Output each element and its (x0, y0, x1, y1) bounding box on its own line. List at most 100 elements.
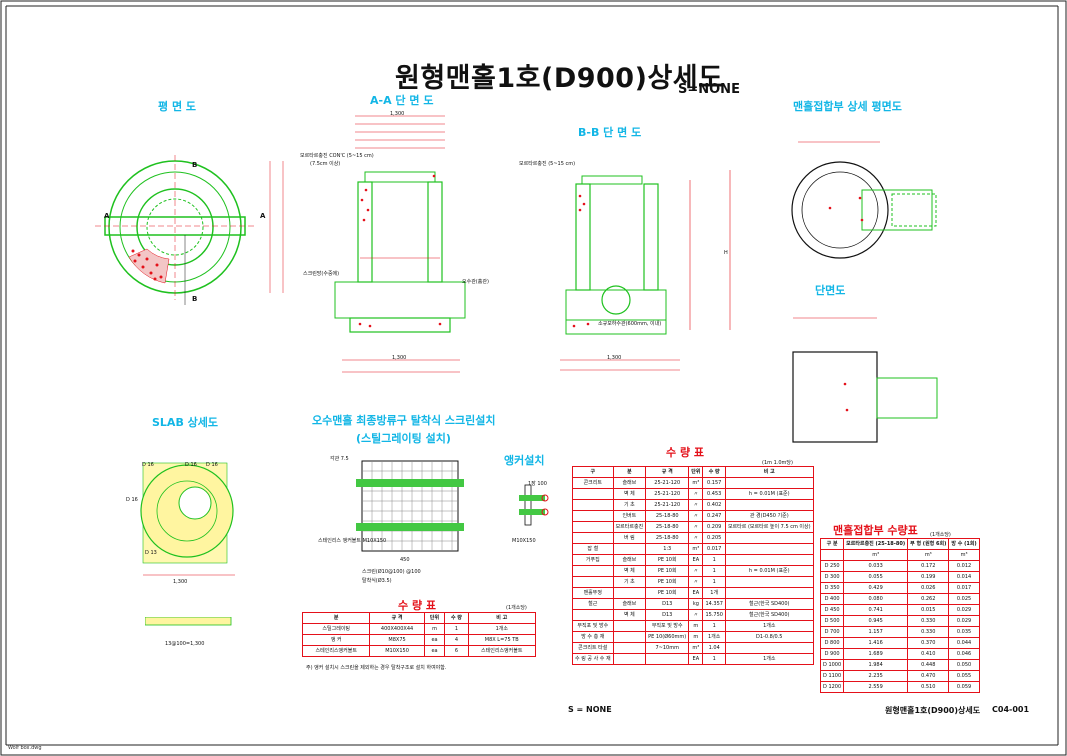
table-cell: 1 (702, 554, 726, 566)
plan-label-a-left: A (104, 212, 110, 220)
table-cell: 0.026 (907, 582, 950, 594)
table-cell (572, 488, 614, 500)
table-cell: 〃 (688, 565, 704, 577)
table-cell: 0.453 (702, 488, 726, 500)
table-header-cell: 규 격 (645, 466, 690, 478)
table-cell: 1.416 (843, 637, 909, 649)
bb-annot-top: 모르타르충진 (5~15 cm) (519, 161, 576, 167)
table-header-cell: 분 (301, 612, 371, 624)
table-cell: 〃 (688, 609, 704, 621)
table-cell (724, 477, 814, 489)
table-cell: 0.055 (843, 571, 909, 583)
table-cell: 맨홀뚜껑 (572, 587, 614, 599)
table-cell: 0.017 (702, 543, 726, 555)
table-cell: 모르타르충진 (612, 521, 647, 533)
table-cell: D 1200 (819, 681, 845, 693)
plan-label-b-bottom: B (192, 295, 198, 303)
table-cell: 〃 (688, 521, 704, 533)
table-cell: 잡 철 (572, 543, 614, 555)
table-cell (724, 587, 814, 599)
table-cell: ea (423, 634, 446, 646)
table-cell: 0.080 (843, 593, 909, 605)
table-header-cell: 단위 (688, 466, 704, 478)
table-cell (572, 532, 614, 544)
table-cell: 1개소 (724, 653, 814, 665)
plan-label-a-right: A (260, 212, 266, 220)
table-cell (572, 576, 614, 588)
screen-callout-bottom2: 탈착식(Ø3.5) (362, 578, 392, 584)
table-cell: D13 (645, 598, 690, 610)
aa-annot-left: 스크린망(수중에) (303, 271, 340, 277)
table-cell: 스테인리스앵커볼트 (467, 645, 537, 657)
table-cell: 0.025 (948, 593, 980, 605)
table-cell: 부직포 및 방수 (572, 620, 614, 632)
qty-main-heading: 수 량 표 (666, 446, 705, 459)
footer-scale: S = NONE (568, 705, 612, 714)
drawing-scale: S=NONE (678, 82, 740, 97)
table-header-cell: 단위 (423, 612, 446, 624)
table-cell: 콘크리트 타설 (572, 642, 614, 654)
table-cell: ea (423, 645, 446, 657)
anchor-label-1: 1장 100 (528, 481, 547, 487)
table-cell: PE 10회 (645, 576, 690, 588)
table-cell: PE 10회 (645, 587, 690, 599)
qty-screen-heading: 수 량 표 (398, 599, 437, 612)
table-cell: PE 10회 (645, 554, 690, 566)
table-cell: 1개소 (702, 631, 726, 643)
screen-callout-left: 스테인리스 앵커볼트 M10X150 (318, 538, 387, 544)
table-cell: 1.689 (843, 648, 909, 660)
table-cell: 1 (444, 623, 469, 635)
table-cell: 0.014 (948, 571, 980, 583)
table-cell: D 250 (819, 560, 845, 572)
table-cell: 25-21-120 (645, 477, 690, 489)
table-cell: 25-18-80 (645, 510, 690, 522)
qty-screen-note: 주) 앵커 설치시 스크린을 제외하는 경우 탈착구조로 설치 하여야함. (306, 665, 447, 671)
junction-plan-heading: 맨홀접합부 상세 평면도 (793, 100, 902, 113)
table-cell (612, 642, 647, 654)
table-cell: D13 (645, 609, 690, 621)
table-cell: 1개소 (467, 623, 537, 635)
table-cell (612, 587, 647, 599)
table-cell: 거푸집 (572, 554, 614, 566)
screen-heading-2: (스틸그레이팅 설치) (356, 432, 451, 445)
table-cell: 슬래브 (612, 477, 647, 489)
table-cell: 1개소 (724, 620, 814, 632)
table-cell: m (688, 620, 704, 632)
table-header-cell: 분 (612, 466, 647, 478)
table-cell (724, 642, 814, 654)
table-cell (645, 653, 690, 665)
screen-drawing (356, 460, 464, 552)
table-cell (724, 543, 814, 555)
aa-annot-top: 모르타르충진 CON'C (5~15 cm) (300, 153, 374, 159)
table-cell: 25-21-120 (645, 488, 690, 500)
table-cell: 0.209 (702, 521, 726, 533)
table-cell: D1-0.8/0.5 (724, 631, 814, 643)
slab-label-2: D 16 (185, 462, 197, 468)
table-cell: 벽 체 (612, 609, 647, 621)
table-cell: m³ (907, 549, 950, 561)
table-cell: h = 0.01M (표준) (724, 565, 814, 577)
table-cell: 0.029 (948, 615, 980, 627)
table-header-cell: 비 고 (467, 612, 537, 624)
table-cell: 1 (702, 653, 726, 665)
slab-dim-bottom-total: 1,300 (173, 579, 188, 585)
table-cell: D 400 (819, 593, 845, 605)
table-cell: D 300 (819, 571, 845, 583)
